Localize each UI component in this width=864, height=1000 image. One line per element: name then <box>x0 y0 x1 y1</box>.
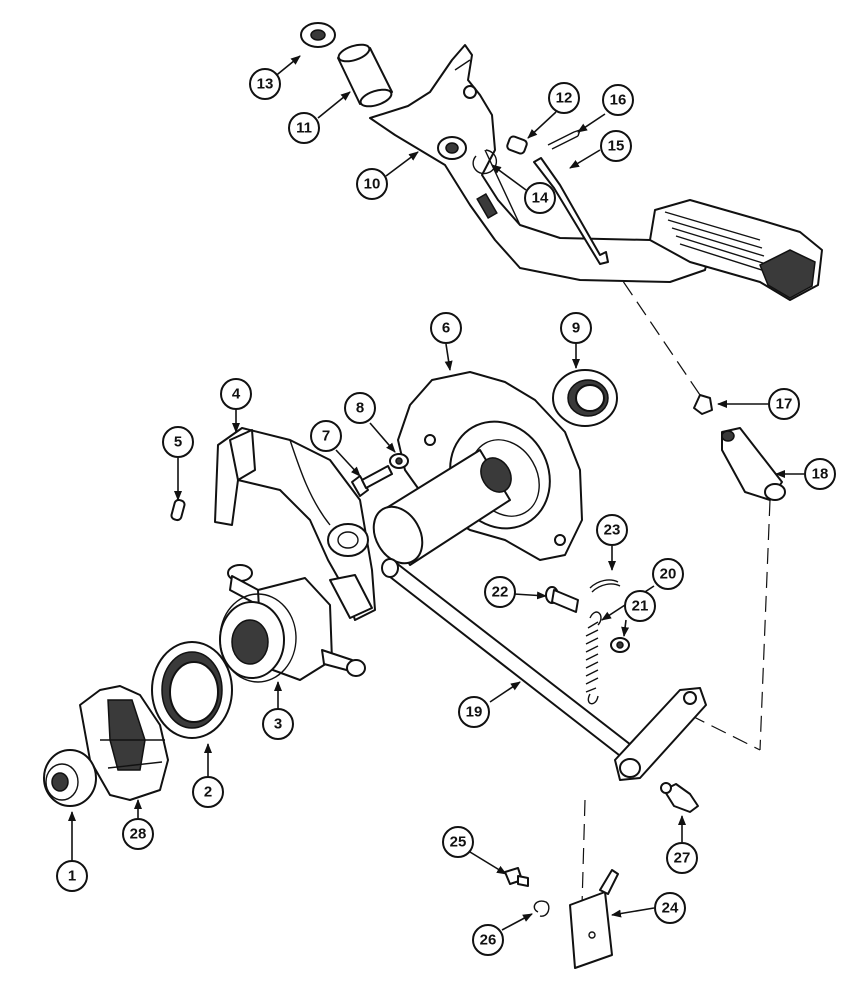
callout-leaders <box>68 55 804 931</box>
callout-7: 7 <box>310 420 342 452</box>
svg-text:27: 27 <box>674 850 691 867</box>
clevis-assembly <box>693 394 786 501</box>
callout-3: 3 <box>262 708 294 740</box>
svg-text:1: 1 <box>68 868 76 885</box>
callout-12: 12 <box>548 82 580 114</box>
callout-23: 23 <box>596 514 628 546</box>
svg-text:4: 4 <box>232 386 241 403</box>
clutch-pedal <box>369 44 823 301</box>
bearing-seal <box>151 641 233 739</box>
oil-seal <box>552 369 618 427</box>
callout-9: 9 <box>560 312 592 344</box>
callout-19: 19 <box>458 696 490 728</box>
svg-text:14: 14 <box>532 190 549 207</box>
callout-2: 2 <box>192 776 224 808</box>
pilot-bearing <box>43 749 97 807</box>
svg-text:2: 2 <box>204 784 212 801</box>
cross-shaft <box>381 558 707 781</box>
svg-text:16: 16 <box>610 92 627 109</box>
callouts: 13 11 10 12 16 15 14 6 9 4 5 8 7 17 18 2… <box>56 68 836 956</box>
callout-27: 27 <box>666 842 698 874</box>
svg-text:9: 9 <box>572 320 580 337</box>
svg-text:18: 18 <box>812 466 829 483</box>
callout-25: 25 <box>442 826 474 858</box>
callout-8: 8 <box>344 392 376 424</box>
svg-text:8: 8 <box>356 400 364 417</box>
svg-text:20: 20 <box>660 566 677 583</box>
svg-text:19: 19 <box>466 704 483 721</box>
bushing <box>337 43 393 108</box>
svg-text:21: 21 <box>632 598 649 615</box>
alignment-lines <box>581 261 771 906</box>
callout-28: 28 <box>122 818 154 850</box>
clevis-pin <box>545 586 579 613</box>
small-bushing <box>506 135 528 155</box>
callout-16: 16 <box>602 84 634 116</box>
callout-13: 13 <box>249 68 281 100</box>
washer-lower <box>610 637 630 653</box>
return-spring <box>585 611 602 705</box>
release-bearing-carrier <box>372 371 583 566</box>
callout-14: 14 <box>524 182 556 214</box>
split-collar <box>79 685 169 801</box>
callout-4: 4 <box>220 378 252 410</box>
bolt-and-washer <box>351 453 409 497</box>
callout-22: 22 <box>484 576 516 608</box>
svg-text:23: 23 <box>604 522 621 539</box>
callout-10: 10 <box>356 168 388 200</box>
svg-text:17: 17 <box>776 396 793 413</box>
svg-text:25: 25 <box>450 834 467 851</box>
svg-text:7: 7 <box>322 428 330 445</box>
grease-fitting <box>660 782 699 813</box>
clutch-rod <box>533 157 609 265</box>
callout-24: 24 <box>654 892 686 924</box>
bearing-hub <box>219 564 366 683</box>
svg-text:22: 22 <box>492 584 509 601</box>
lock-washer <box>533 900 550 917</box>
callout-17: 17 <box>768 388 800 420</box>
callout-20: 20 <box>652 558 684 590</box>
svg-text:13: 13 <box>257 76 274 93</box>
svg-text:5: 5 <box>174 434 182 451</box>
callout-15: 15 <box>600 130 632 162</box>
cotter-pin-lower <box>589 579 621 593</box>
adjusting-plate <box>569 869 619 969</box>
svg-text:10: 10 <box>364 176 381 193</box>
svg-text:3: 3 <box>274 716 282 733</box>
svg-text:26: 26 <box>480 932 497 949</box>
callout-11: 11 <box>288 112 320 144</box>
svg-text:15: 15 <box>608 138 625 155</box>
callout-18: 18 <box>804 458 836 490</box>
svg-text:12: 12 <box>556 90 573 107</box>
svg-text:6: 6 <box>442 320 450 337</box>
callout-1: 1 <box>56 860 88 892</box>
svg-text:11: 11 <box>296 120 312 137</box>
svg-text:24: 24 <box>662 900 679 917</box>
washer-top <box>300 22 336 48</box>
svg-text:28: 28 <box>130 826 147 843</box>
plate-bolt <box>504 867 529 887</box>
callout-6: 6 <box>430 312 462 344</box>
release-fork <box>170 427 376 621</box>
cotter-pin <box>547 128 582 150</box>
callout-21: 21 <box>624 590 656 622</box>
callout-26: 26 <box>472 924 504 956</box>
callout-5: 5 <box>162 426 194 458</box>
retaining-clip <box>472 149 497 175</box>
